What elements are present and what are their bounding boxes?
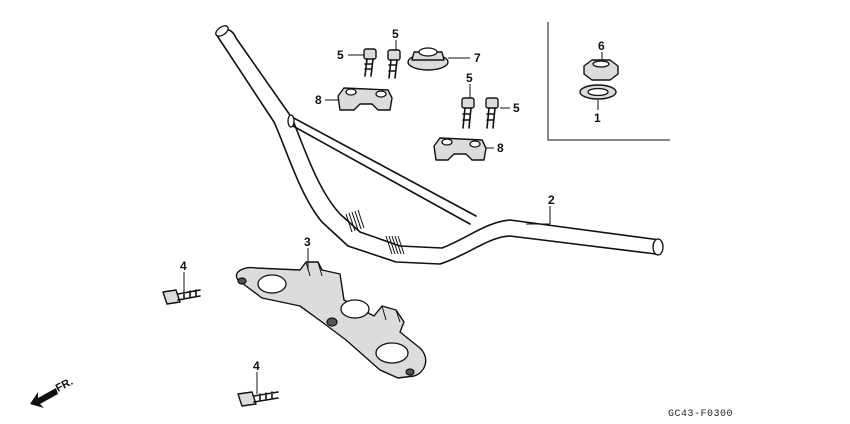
inset-washer — [579, 84, 617, 100]
label-lower-holder: 3 — [304, 235, 311, 249]
lower-holder — [235, 261, 427, 379]
label-flange-nut: 7 — [474, 51, 481, 65]
bolt-a — [363, 48, 377, 77]
flange-bolt-center — [237, 391, 279, 407]
upper-holder-left — [337, 87, 393, 111]
part-labels: 2 3 4 4 5 5 5 5 7 8 8 6 1 — [180, 27, 605, 373]
label-handlebar: 2 — [548, 193, 555, 207]
upper-holder-right — [433, 137, 487, 161]
label-flange-bolt-left: 4 — [180, 259, 187, 273]
figure-code: GC43-F0300 — [668, 409, 733, 420]
knurl-zones — [345, 209, 405, 255]
label-flange-bolt-center: 4 — [253, 359, 260, 373]
arrow-icon — [30, 388, 58, 408]
inset-nut — [583, 59, 619, 81]
label-inset-nut: 6 — [598, 39, 605, 53]
label-inset-washer: 1 — [594, 111, 601, 125]
bolt-d — [485, 97, 499, 129]
inset-frame — [547, 22, 670, 141]
front-direction-arrow: FR. — [30, 376, 75, 408]
bolt-b — [387, 49, 401, 79]
label-bolt-a: 5 — [337, 48, 344, 62]
label-bolt-b: 5 — [392, 27, 399, 41]
flange-bolt-left — [162, 289, 201, 305]
label-bolt-c: 5 — [466, 71, 473, 85]
flange-nut — [407, 47, 449, 71]
direction-label: FR. — [54, 376, 75, 395]
label-upper-holder-right: 8 — [497, 141, 504, 155]
bolt-c — [461, 97, 475, 129]
label-upper-holder-left: 8 — [315, 93, 322, 107]
leader-lines — [183, 40, 603, 394]
handlebar — [215, 25, 664, 265]
label-bolt-d: 5 — [513, 101, 520, 115]
